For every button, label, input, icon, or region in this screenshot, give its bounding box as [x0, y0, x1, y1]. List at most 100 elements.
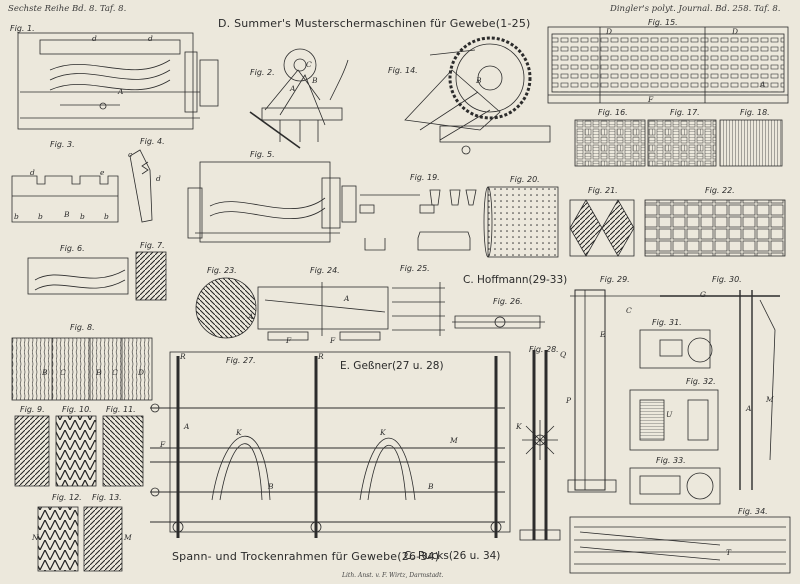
callout: A: [248, 312, 254, 321]
hoffmann-title: C. Hoffmann(29-33): [463, 274, 567, 286]
callout: d: [156, 174, 161, 183]
fig-2-label: Fig. 2.: [250, 68, 275, 77]
callout: b: [38, 212, 43, 221]
callout: C: [112, 368, 118, 377]
callout: M: [124, 533, 132, 542]
callout: d: [92, 34, 97, 43]
callout: d: [30, 168, 35, 177]
fig-21-label: Fig. 21.: [588, 186, 618, 195]
rucks-title-range: (26 u. 34): [448, 550, 501, 562]
gessner-title-range: (27 u. 28): [391, 360, 444, 372]
callout: F: [286, 336, 292, 345]
callout: E: [600, 330, 606, 339]
callout: A: [344, 294, 350, 303]
fig-18-label: Fig. 18.: [740, 108, 770, 117]
fig-26-label: Fig. 26.: [493, 297, 523, 306]
fig-30-label: Fig. 30.: [712, 275, 742, 284]
callout: R: [318, 352, 324, 361]
spann-title-text: Spann- und Trockenrahmen für Gewebe: [172, 550, 398, 563]
callout: M: [450, 436, 458, 445]
callout: C: [626, 306, 632, 315]
fig-19-label: Fig. 19.: [410, 173, 440, 182]
fig-3-label: Fig. 3.: [50, 140, 75, 149]
callout: B: [476, 76, 482, 85]
callout: A: [184, 422, 190, 431]
header-right: Dingler's polyt. Journal. Bd. 258. Taf. …: [610, 4, 781, 14]
fig-12-label: Fig. 12.: [52, 493, 82, 502]
fig-32-label: Fig. 32.: [686, 377, 716, 386]
fig-10-label: Fig. 10.: [62, 405, 92, 414]
callout: K: [236, 428, 242, 437]
rucks-title-text: C. Rucks: [404, 550, 449, 562]
callout: A: [290, 84, 296, 93]
callout: A: [746, 404, 752, 413]
callout: c: [128, 150, 133, 159]
fig-16-label: Fig. 16.: [598, 108, 628, 117]
fig-4-label: Fig. 4.: [140, 137, 165, 146]
fig-7-label: Fig. 7.: [140, 241, 165, 250]
gessner-title: E. Geßner(27 u. 28): [340, 360, 444, 372]
callout: F: [330, 336, 336, 345]
fig-20-label: Fig. 20.: [510, 175, 540, 184]
fig-22-label: Fig. 22.: [705, 186, 735, 195]
gessner-title-text: E. Geßner: [340, 360, 392, 372]
spann-title: Spann- und Trockenrahmen für Gewebe(26-3…: [172, 550, 439, 563]
fig-8-label: Fig. 8.: [70, 323, 95, 332]
callout: D: [732, 27, 739, 36]
callout: B: [428, 482, 434, 491]
callout: G: [700, 290, 706, 299]
fig-27-label: Fig. 27.: [226, 356, 256, 365]
fig-33-label: Fig. 33.: [656, 456, 686, 465]
fig-17-label: Fig. 17.: [670, 108, 700, 117]
fig-5-label: Fig. 5.: [250, 150, 275, 159]
callout: F: [160, 440, 166, 449]
callout: U: [666, 410, 673, 419]
callout: F: [648, 95, 654, 104]
callout: T: [726, 548, 732, 557]
callout: b: [14, 212, 19, 221]
spann-title-range: (26-34): [397, 550, 440, 563]
callout: C: [60, 368, 66, 377]
header-left: Sechste Reihe Bd. 8. Taf. 8.: [8, 4, 127, 14]
callout: e: [100, 168, 105, 177]
fig-6-label: Fig. 6.: [60, 244, 85, 253]
callout: K: [380, 428, 386, 437]
hoffmann-title-text: C. Hoffmann: [463, 274, 529, 286]
callout: R: [180, 352, 186, 361]
callout: A: [118, 87, 124, 96]
summer-title-range: (1-25): [495, 17, 531, 30]
fig-15-label: Fig. 15.: [648, 18, 678, 27]
fig-23-label: Fig. 23.: [207, 266, 237, 275]
callout: B: [268, 482, 274, 491]
callout: C: [306, 60, 312, 69]
callout: d: [148, 34, 153, 43]
summer-title: D. Summer's Musterschermaschinen für Gew…: [218, 17, 531, 30]
callout: A: [760, 80, 766, 89]
callout: b: [104, 212, 109, 221]
imprint: Lith. Anst. v. F. Wirtz, Darmstadt.: [342, 572, 444, 579]
fig-13-label: Fig. 13.: [92, 493, 122, 502]
fig-29-label: Fig. 29.: [600, 275, 630, 284]
fig-28-label: Fig. 28.: [529, 345, 559, 354]
callout: P: [566, 396, 572, 405]
callout: b: [80, 212, 85, 221]
summer-title-text: D. Summer's Musterschermaschinen für Gew…: [218, 17, 496, 30]
fig-24-label: Fig. 24.: [310, 266, 340, 275]
callout: B: [312, 76, 318, 85]
fig-1-label: Fig. 1.: [10, 24, 35, 33]
callout: N: [32, 533, 39, 542]
hoffmann-title-range: (29-33): [528, 274, 568, 286]
callout: D: [138, 368, 145, 377]
fig-9-label: Fig. 9.: [20, 405, 45, 414]
callout: M: [766, 395, 774, 404]
rucks-title: C. Rucks(26 u. 34): [404, 550, 500, 562]
callout: K: [516, 422, 522, 431]
fig-31-label: Fig. 31.: [652, 318, 682, 327]
fig-14-label: Fig. 14.: [388, 66, 418, 75]
callout: D: [606, 27, 613, 36]
callout: B: [96, 368, 102, 377]
callout: Q: [560, 350, 567, 359]
callout: B: [42, 368, 48, 377]
fig-25-label: Fig. 25.: [400, 264, 430, 273]
